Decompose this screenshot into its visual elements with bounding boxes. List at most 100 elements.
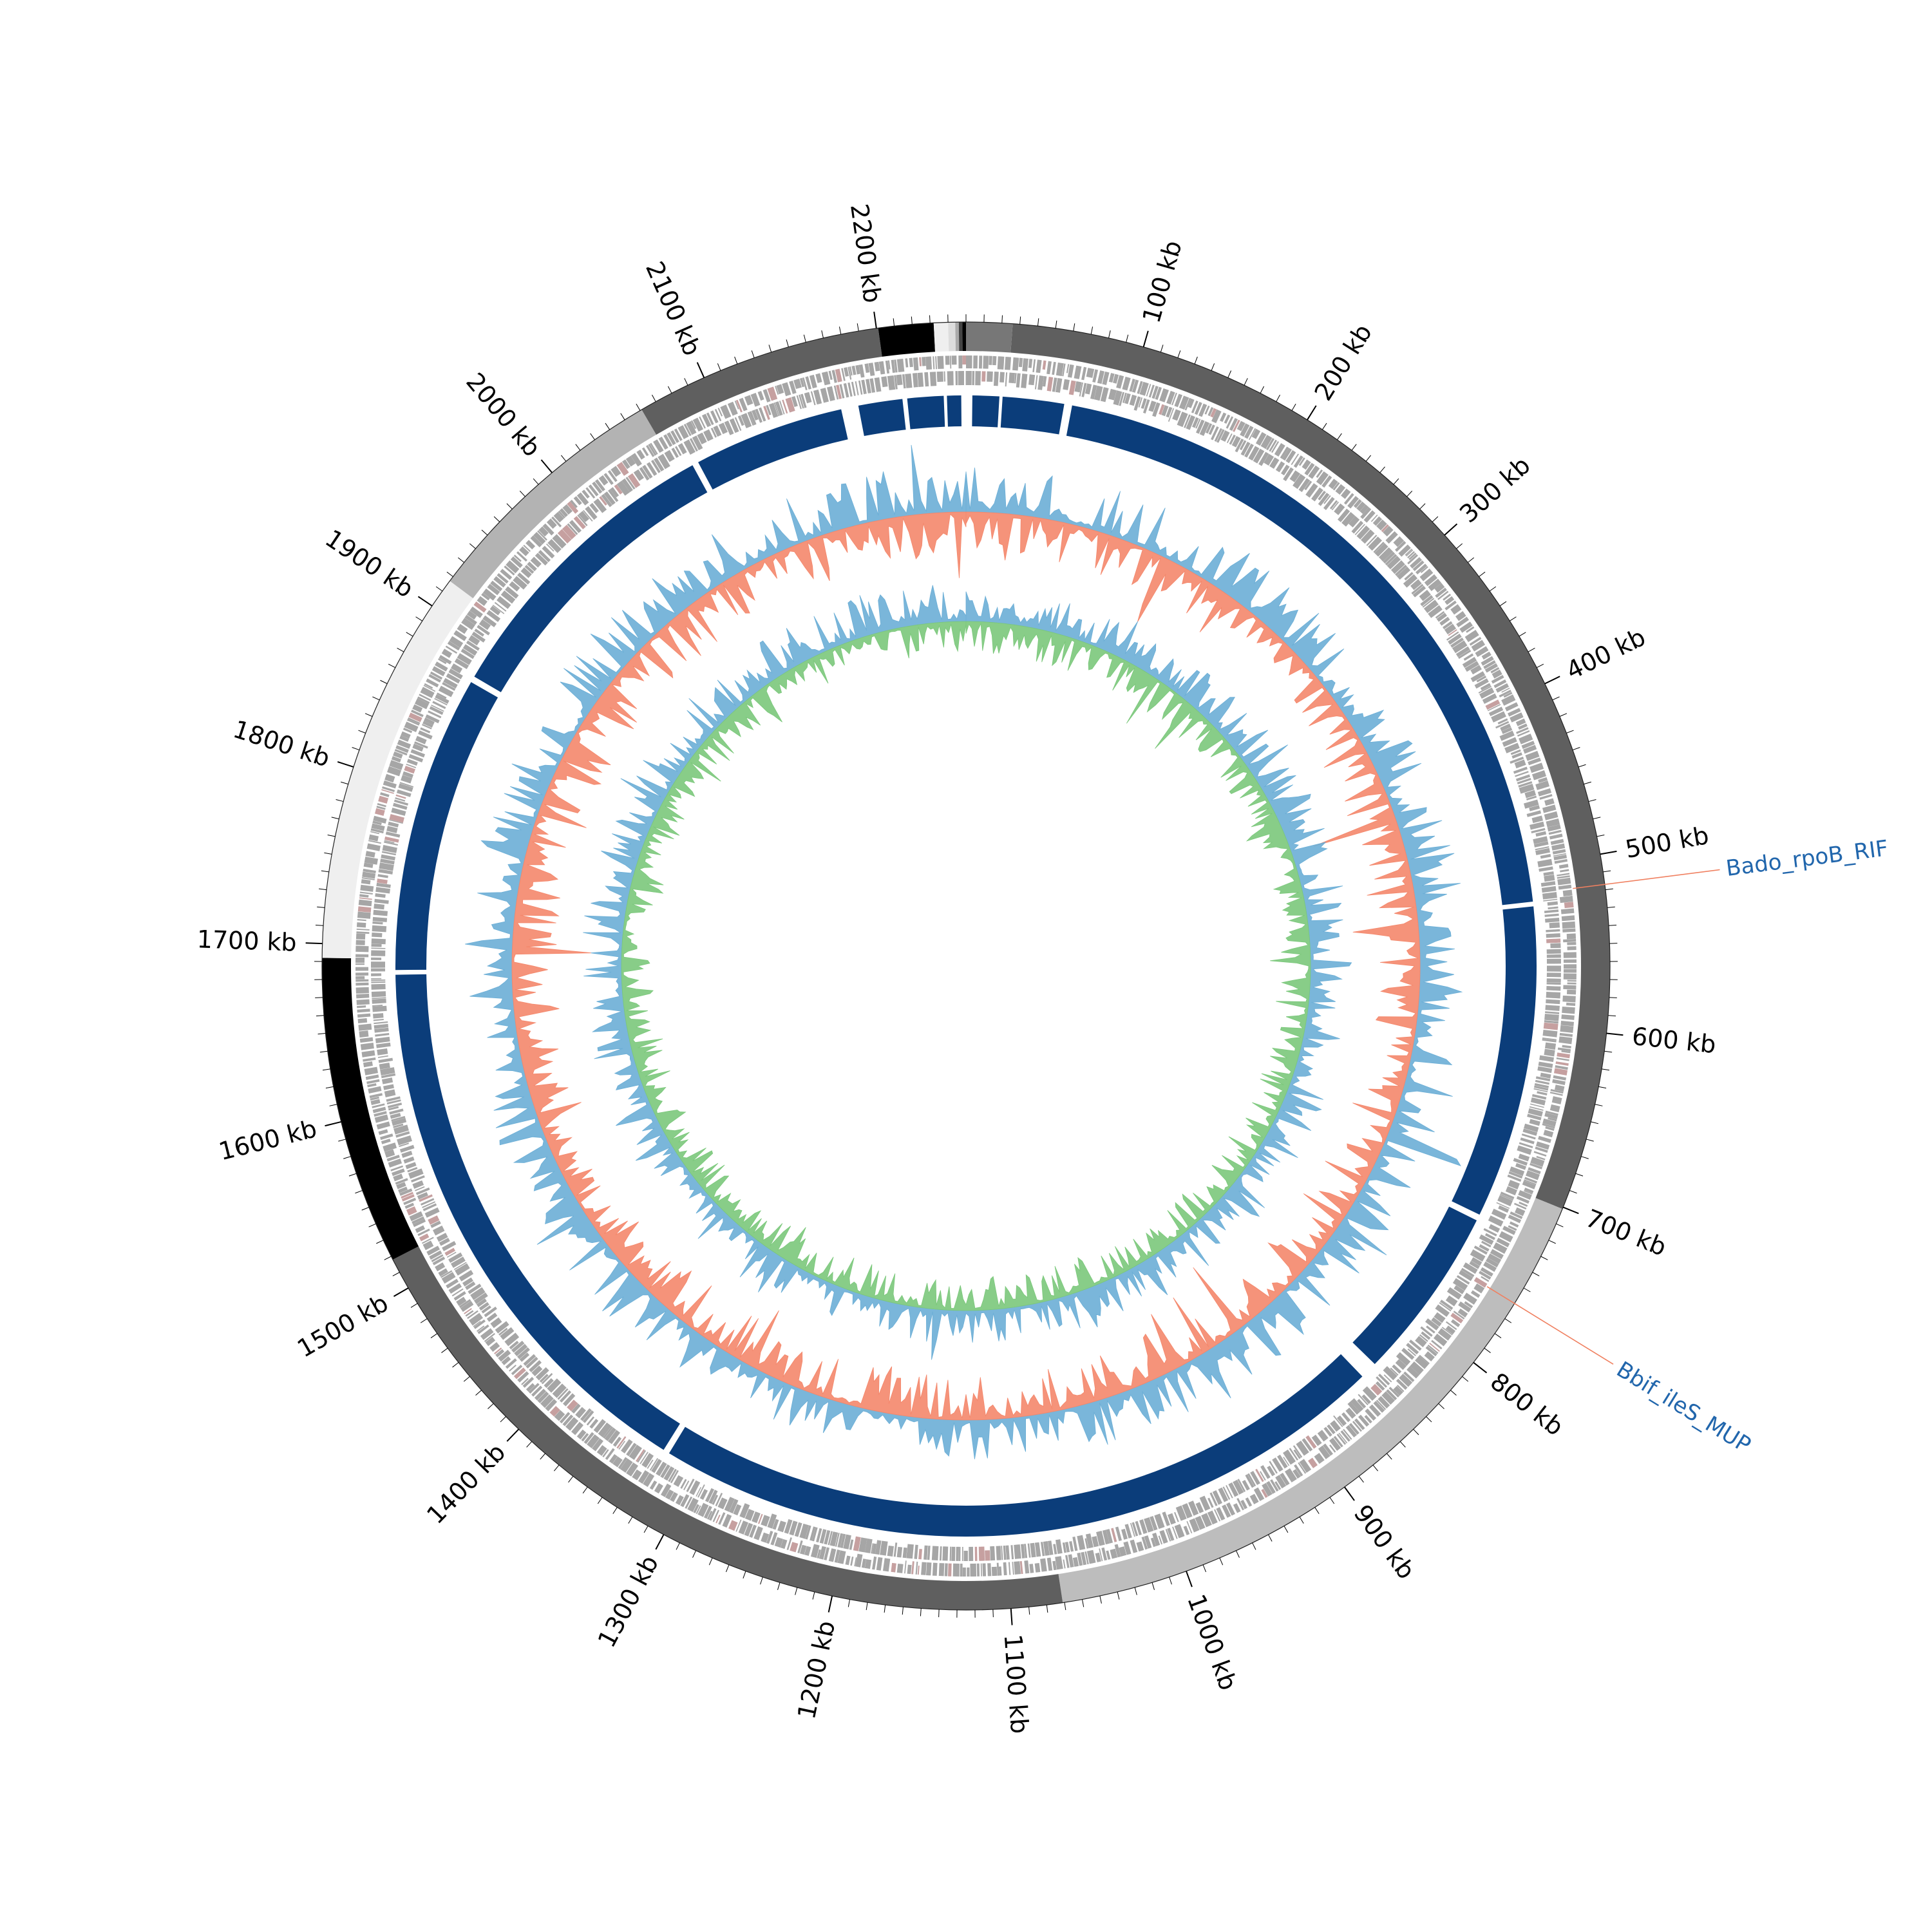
cds-forward [598, 475, 609, 486]
minor-tick [1593, 817, 1601, 820]
cds-forward [665, 1489, 674, 1500]
cds-reverse [1037, 375, 1044, 390]
cds-reverse [1543, 871, 1554, 876]
cds-reverse [527, 562, 537, 572]
cds-reverse [1484, 1233, 1495, 1240]
cds-reverse [1446, 631, 1459, 641]
cds-reverse [1253, 448, 1265, 464]
cds-reverse [455, 1263, 470, 1276]
major-tick [1444, 523, 1458, 536]
cds-reverse [377, 1048, 388, 1056]
cds-reverse [1482, 693, 1497, 705]
cds-reverse [637, 1450, 647, 1463]
cds-forward [992, 355, 997, 366]
cds-reverse [1186, 415, 1196, 430]
minor-tick [348, 1173, 357, 1177]
cds-reverse [373, 1018, 384, 1021]
cds-forward [1298, 457, 1305, 466]
cds-reverse [494, 601, 507, 612]
cds-forward [1557, 875, 1570, 879]
minor-tick [1456, 543, 1463, 549]
cds-forward [1314, 1452, 1325, 1464]
cds-forward [1229, 417, 1238, 431]
cds-reverse [951, 1546, 956, 1561]
cds-forward [1269, 439, 1277, 452]
minor-tick [848, 1599, 850, 1607]
cds-reverse [1530, 1097, 1546, 1106]
minor-tick [361, 1207, 370, 1211]
cds-forward [1260, 435, 1273, 450]
cds-reverse [692, 435, 703, 451]
cds-forward [387, 766, 402, 777]
cds-forward [1562, 928, 1576, 933]
cds-reverse [1488, 706, 1504, 717]
cds-forward [476, 1325, 485, 1332]
cds-forward [1560, 1021, 1575, 1027]
cds-reverse [1508, 1180, 1520, 1189]
cds-reverse [1470, 665, 1482, 675]
cds-reverse [489, 605, 501, 616]
cds-reverse [1209, 1492, 1218, 1506]
cds-forward [844, 367, 849, 377]
cds-forward [355, 945, 369, 952]
cds-forward [670, 430, 679, 443]
minor-tick [902, 1607, 904, 1615]
cds-reverse [1129, 394, 1137, 406]
cds-forward [494, 1347, 502, 1354]
cds-forward [915, 1561, 918, 1575]
cds-reverse [471, 631, 486, 643]
cds-reverse [923, 1545, 928, 1560]
cds-reverse [683, 439, 696, 455]
cds-forward [509, 1365, 516, 1372]
cds-forward [1515, 1207, 1526, 1217]
cds-reverse [1404, 572, 1414, 581]
cds-forward [1042, 360, 1046, 370]
cds-forward [630, 453, 642, 467]
cds-forward [582, 489, 590, 499]
cds-forward [1470, 1290, 1481, 1298]
cds-reverse [1159, 404, 1165, 415]
cds-reverse [987, 371, 993, 382]
cds-forward [1510, 1211, 1523, 1220]
cds-forward [1535, 1146, 1548, 1153]
cds-forward [370, 1096, 379, 1101]
minor-tick [667, 386, 672, 393]
cds-reverse [796, 395, 802, 410]
minor-tick [1291, 403, 1296, 411]
cds-reverse [1534, 1083, 1549, 1088]
cds-reverse [767, 1513, 777, 1529]
cds-reverse [1383, 1366, 1397, 1381]
cds-forward [441, 1272, 456, 1284]
cds-reverse [1529, 805, 1540, 811]
cds-reverse [374, 1023, 389, 1029]
cds-reverse [947, 371, 954, 386]
cds-reverse [1330, 1420, 1341, 1432]
cds-reverse [1217, 429, 1225, 443]
minor-tick [526, 1441, 533, 1448]
cds-reverse [1458, 649, 1472, 659]
cds-reverse [939, 1546, 942, 1561]
major-tick [1544, 676, 1560, 685]
cds-reverse [618, 1441, 626, 1450]
minor-tick [1202, 1564, 1207, 1573]
cds-reverse [708, 1490, 718, 1504]
cds-reverse [1452, 640, 1468, 654]
cds-forward [426, 678, 439, 688]
cds-reverse [389, 814, 404, 823]
cds-reverse [1318, 490, 1326, 500]
minor-tick [1595, 1104, 1603, 1106]
cds-forward [477, 1324, 489, 1334]
cds-forward [1566, 989, 1577, 995]
cds-forward [1507, 708, 1521, 717]
cds-reverse [1175, 1505, 1187, 1521]
cds-forward [1028, 359, 1033, 368]
cds-reverse [1524, 790, 1537, 799]
cds-forward [717, 408, 723, 417]
cds-reverse [468, 1283, 482, 1294]
cds-forward [1537, 788, 1552, 797]
cds-forward [1097, 370, 1104, 384]
cds-forward [493, 576, 506, 588]
cds-forward [414, 698, 430, 710]
cds-forward [864, 363, 870, 373]
